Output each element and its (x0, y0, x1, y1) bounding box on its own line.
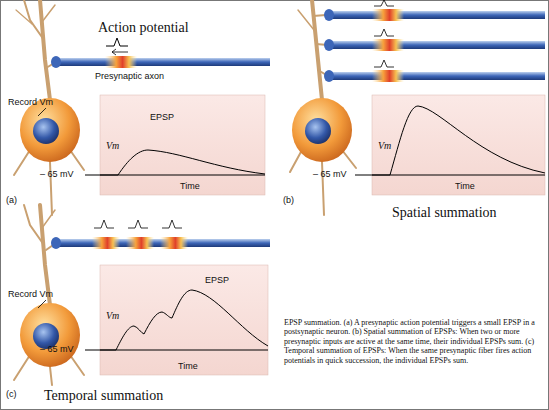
record-label: Record Vm (8, 98, 53, 108)
axis-label: Time (180, 182, 200, 192)
axis-value: – 65 mV (40, 345, 74, 355)
axis-label: Vm (106, 310, 119, 321)
axis-label: Vm (378, 140, 391, 151)
panel-title: Spatial summation (392, 205, 497, 220)
axis-label: Time (455, 182, 475, 192)
axis-label: Vm (106, 140, 119, 151)
record-label: Record Vm (8, 290, 53, 300)
curve-label: EPSP (150, 113, 174, 123)
panel-title: Temporal summation (44, 388, 163, 403)
curve-label: EPSP (205, 276, 229, 286)
panel-letter: (b) (283, 196, 294, 206)
axis-value: – 65 mV (40, 170, 74, 180)
process-label: Action potential (98, 20, 189, 35)
axis-label: Time (178, 362, 198, 372)
axis-value: – 65 mV (313, 170, 347, 180)
panel-letter: (c) (6, 390, 17, 400)
axon-label: Presynaptic axon (95, 72, 164, 82)
panel-letter: (a) (6, 196, 17, 206)
figure-caption: EPSP summation. (a) A presynaptic action… (284, 318, 542, 365)
